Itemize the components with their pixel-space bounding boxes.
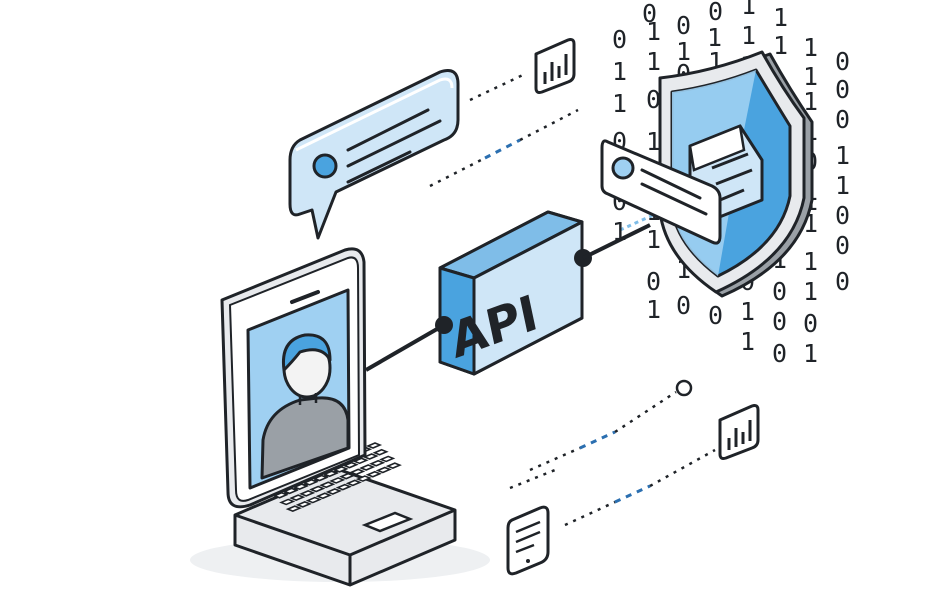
binary-digit: 1 bbox=[612, 57, 627, 86]
binary-digit: 1 bbox=[741, 21, 756, 50]
keyboard-key bbox=[295, 500, 312, 508]
keyboard-key bbox=[305, 496, 322, 504]
laptop-device bbox=[220, 247, 457, 587]
binary-digit: 0 bbox=[676, 291, 691, 320]
node-circle bbox=[675, 379, 693, 397]
keyboard-key bbox=[365, 470, 382, 478]
document-icon bbox=[506, 505, 550, 576]
binary-digit: 0 bbox=[835, 201, 850, 230]
binary-digit: 1 bbox=[676, 37, 691, 66]
binary-digit: 1 bbox=[646, 295, 661, 324]
binary-digit: 1 bbox=[707, 23, 722, 52]
keyboard-key bbox=[385, 462, 402, 470]
keyboard-key bbox=[312, 474, 329, 482]
keyboard-key bbox=[289, 494, 306, 502]
binary-digit: 1 bbox=[612, 89, 627, 118]
binary-digit: 1 bbox=[646, 127, 661, 156]
keyboard-key bbox=[309, 485, 326, 493]
binary-digit: 0 bbox=[646, 85, 661, 114]
binary-digit: 0 bbox=[642, 0, 657, 28]
user-avatar-icon bbox=[260, 333, 350, 480]
binary-digit: 0 bbox=[835, 47, 850, 76]
keyboard-key bbox=[345, 479, 362, 487]
keyboard-key bbox=[315, 492, 332, 500]
keyboard-key bbox=[332, 466, 349, 473]
binary-digit: 0 bbox=[646, 267, 661, 296]
keyboard-key bbox=[372, 448, 389, 456]
binary-digit: 0 bbox=[708, 301, 723, 330]
binary-digit: 0 bbox=[772, 277, 787, 306]
binary-digit: 1 bbox=[646, 47, 661, 76]
keyboard-key bbox=[342, 461, 359, 469]
binary-digit: 1 bbox=[803, 62, 818, 91]
connector-line bbox=[365, 323, 445, 372]
binary-digit: 1 bbox=[646, 225, 661, 254]
trackpad bbox=[361, 511, 414, 533]
connector-line bbox=[582, 223, 651, 260]
keyboard-key bbox=[322, 470, 339, 478]
binary-digit: 1 bbox=[803, 339, 818, 368]
binary-digit: 1 bbox=[803, 87, 818, 116]
binary-digit: 1 bbox=[740, 327, 755, 356]
bar-chart-icon bbox=[534, 38, 576, 94]
keyboard-key bbox=[365, 442, 383, 449]
binary-digit: 0 bbox=[772, 339, 787, 368]
binary-digit: 1 bbox=[835, 171, 850, 200]
binary-digit: 1 bbox=[773, 3, 788, 32]
keyboard-key bbox=[379, 455, 396, 463]
keyboard-key bbox=[349, 468, 366, 476]
keyboard-key bbox=[329, 477, 346, 484]
binary-digit: 1 bbox=[740, 297, 755, 326]
binary-digit: 1 bbox=[612, 217, 627, 246]
keyboard-key bbox=[362, 453, 379, 460]
data-flow-lines-bottom bbox=[509, 379, 716, 527]
binary-digit: 0 bbox=[708, 0, 723, 26]
keyboard-key bbox=[369, 459, 386, 467]
binary-digit: 0 bbox=[612, 25, 627, 54]
keyboard-key bbox=[339, 472, 356, 480]
keyboard-key bbox=[359, 464, 376, 471]
keyboard-key bbox=[355, 475, 372, 482]
binary-digit: 0 bbox=[803, 309, 818, 338]
keyboard-key bbox=[319, 481, 336, 489]
api-block: API bbox=[435, 210, 592, 376]
binary-digit: 1 bbox=[835, 141, 850, 170]
api-left-port bbox=[435, 316, 453, 334]
keyboard-key bbox=[325, 488, 342, 495]
binary-digit: 1 bbox=[773, 31, 788, 60]
chat-bubble-icon bbox=[288, 69, 460, 240]
binary-digit: 0 bbox=[835, 105, 850, 134]
keyboard-key bbox=[285, 505, 302, 513]
binary-digit: 1 bbox=[803, 277, 818, 306]
keyboard-key bbox=[279, 498, 296, 506]
data-flow-lines-top bbox=[429, 72, 579, 188]
keyboard-key bbox=[335, 483, 352, 491]
binary-digit: 0 bbox=[676, 11, 691, 40]
binary-digit: 0 bbox=[835, 231, 850, 260]
binary-digit: 1 bbox=[741, 0, 756, 20]
keyboard-key bbox=[352, 457, 369, 465]
binary-digit: 1 bbox=[803, 33, 818, 62]
keyboard-key bbox=[299, 489, 316, 497]
binary-digit: 0 bbox=[835, 267, 850, 296]
message-card bbox=[600, 139, 722, 245]
bar-chart-icon bbox=[718, 404, 760, 460]
binary-digit: 1 bbox=[646, 17, 661, 46]
binary-digit: 0 bbox=[835, 75, 850, 104]
keyboard-key bbox=[375, 466, 392, 474]
binary-digit: 0 bbox=[772, 307, 787, 336]
binary-digit: 1 bbox=[803, 247, 818, 276]
